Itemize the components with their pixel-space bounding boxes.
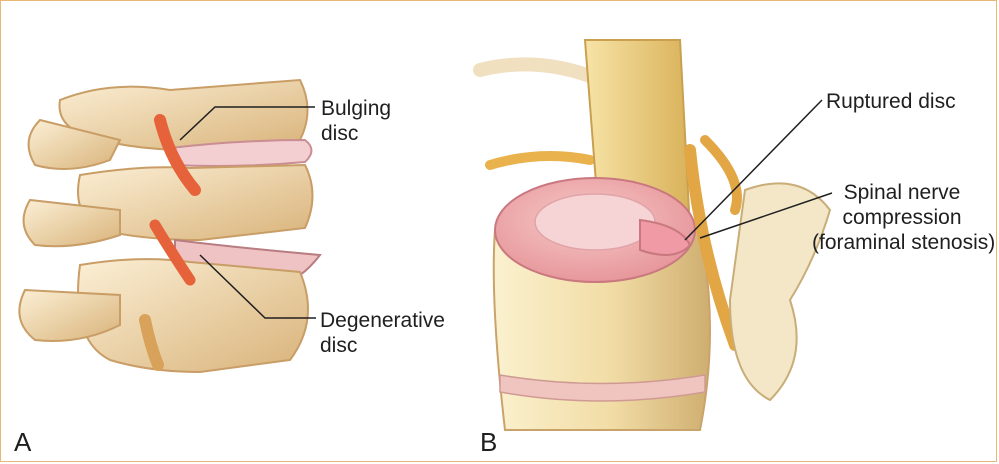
panel-a-spine: [19, 80, 320, 372]
nerve-root-right: [705, 140, 737, 210]
panel-letter-a: A: [14, 427, 31, 458]
nerve-branch-left2: [490, 156, 590, 165]
panel-b-spine: [480, 40, 830, 430]
panel-letter-b: B: [480, 427, 497, 458]
nucleus: [535, 194, 655, 250]
label-degenerative-disc: Degenerative disc: [320, 308, 445, 358]
label-nerve-compression: Spinal nerve compression (foraminal sten…: [812, 180, 992, 255]
nerve-branch-left: [480, 64, 600, 80]
label-bulging-disc: Bulging disc: [321, 96, 391, 146]
label-ruptured-disc: Ruptured disc: [826, 89, 956, 114]
